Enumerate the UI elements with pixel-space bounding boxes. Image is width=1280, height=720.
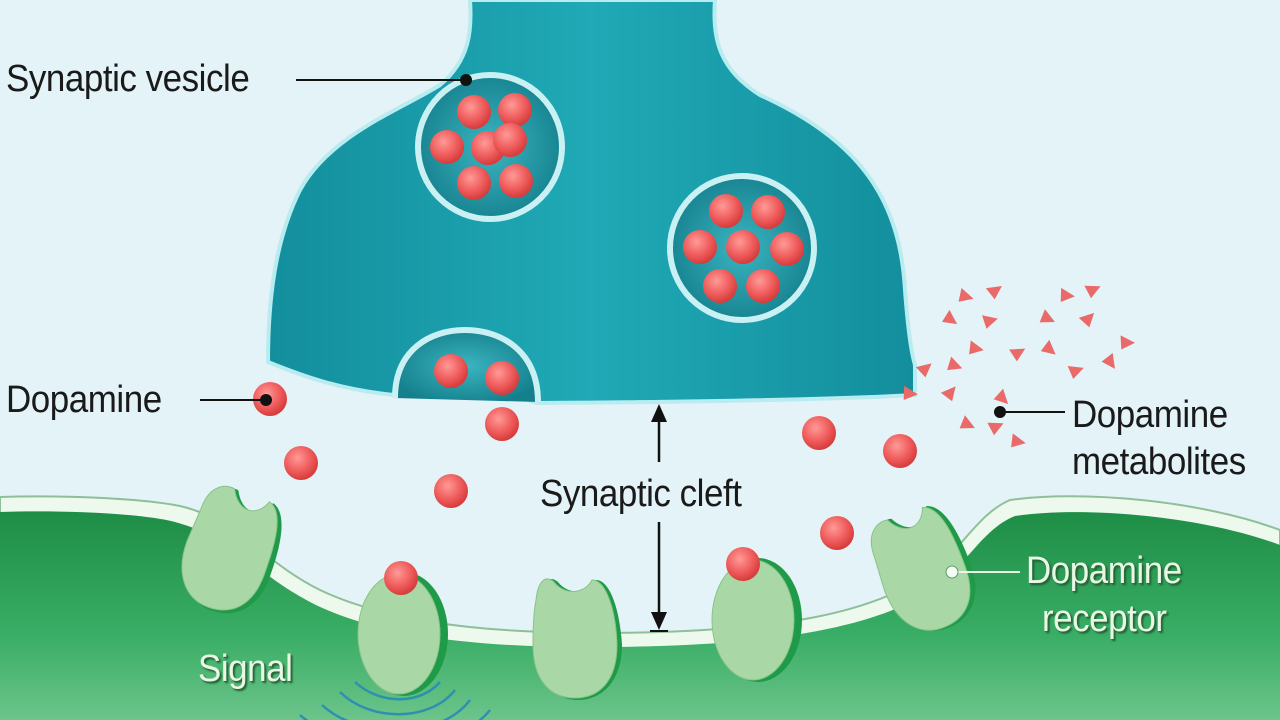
metabolite-triangle bbox=[982, 315, 998, 329]
dopamine-molecule bbox=[430, 130, 464, 164]
dopamine-molecule bbox=[493, 123, 527, 157]
dopamine-molecule bbox=[820, 516, 854, 550]
dopamine-molecule bbox=[802, 416, 836, 450]
presynaptic-terminal bbox=[265, 0, 917, 406]
dopamine-molecule bbox=[434, 474, 468, 508]
receptor bbox=[870, 506, 976, 631]
signal-waves-icon bbox=[299, 681, 491, 720]
metabolite-triangle bbox=[958, 287, 974, 302]
label-dopamine-receptor-line1: Dopamine bbox=[1026, 550, 1182, 592]
label-synaptic-cleft: Synaptic cleft bbox=[540, 473, 742, 515]
metabolite-triangle bbox=[1039, 309, 1055, 323]
receptor bbox=[532, 578, 622, 700]
dopamine-molecule bbox=[751, 195, 785, 229]
metabolite-triangle bbox=[959, 415, 975, 429]
dopamine-molecule bbox=[746, 269, 780, 303]
metabolite-triangle bbox=[969, 340, 984, 355]
metabolite-triangle bbox=[1084, 285, 1101, 299]
dopamine-molecule bbox=[485, 407, 519, 441]
dopamine-molecule bbox=[499, 164, 533, 198]
free-dopamine bbox=[253, 382, 917, 550]
dopamine-molecule bbox=[883, 434, 917, 468]
synaptic-vesicle-1 bbox=[415, 72, 565, 222]
metabolite-triangle bbox=[1120, 335, 1135, 350]
dopamine-molecule bbox=[284, 446, 318, 480]
metabolite-triangle bbox=[947, 356, 963, 371]
dopamine-molecule bbox=[384, 561, 418, 595]
metabolite-triangle bbox=[903, 385, 918, 401]
metabolite-triangle bbox=[1067, 366, 1084, 380]
leader-dot bbox=[460, 74, 472, 86]
label-synaptic-vesicle: Synaptic vesicle bbox=[6, 58, 250, 100]
dopamine-molecule bbox=[683, 230, 717, 264]
dopamine-molecule bbox=[726, 230, 760, 264]
label-dopamine-receptor-line2: receptor bbox=[1042, 598, 1167, 640]
label-dopamine-metabolites-line2: metabolites bbox=[1072, 441, 1246, 483]
label-signal: Signal bbox=[198, 648, 293, 690]
receptor-bound bbox=[357, 561, 448, 696]
metabolite-triangle bbox=[985, 286, 1002, 300]
cleft-arrow-icon bbox=[650, 404, 668, 632]
label-dopamine: Dopamine bbox=[6, 379, 162, 421]
label-dopamine-metabolites-line1: Dopamine bbox=[1072, 394, 1228, 436]
metabolite-triangle bbox=[993, 388, 1009, 405]
dopamine-molecule bbox=[770, 232, 804, 266]
dopamine-molecule bbox=[457, 95, 491, 129]
metabolite-triangle bbox=[1009, 348, 1026, 362]
dopamine-molecule bbox=[726, 547, 760, 581]
leader-lines bbox=[200, 74, 1065, 579]
metabolite-triangle bbox=[987, 422, 1004, 436]
metabolite-triangle bbox=[1078, 312, 1095, 328]
dopamine-molecule bbox=[498, 93, 532, 127]
dopamine-receptors bbox=[181, 485, 976, 700]
dopamine-molecule bbox=[703, 269, 737, 303]
receptor-bound bbox=[711, 547, 802, 682]
receptor bbox=[181, 485, 282, 614]
leader-dot bbox=[994, 406, 1006, 418]
dopamine-metabolites bbox=[903, 285, 1135, 448]
dopamine-molecule bbox=[709, 194, 743, 228]
metabolite-triangle bbox=[1011, 433, 1026, 448]
synaptic-vesicle-2 bbox=[667, 173, 817, 323]
metabolite-triangle bbox=[942, 309, 958, 325]
leader-dot bbox=[945, 565, 959, 579]
dopamine-molecule bbox=[457, 166, 491, 200]
metabolite-triangle bbox=[1060, 287, 1075, 303]
metabolite-triangle bbox=[1040, 339, 1056, 355]
fusing-vesicle bbox=[392, 326, 541, 403]
dopamine-molecule bbox=[434, 354, 468, 388]
metabolite-triangle bbox=[1101, 352, 1115, 369]
leader-dot bbox=[260, 394, 272, 406]
metabolite-triangle bbox=[940, 386, 956, 402]
metabolite-triangle bbox=[915, 363, 932, 378]
dopamine-molecule bbox=[485, 361, 519, 395]
